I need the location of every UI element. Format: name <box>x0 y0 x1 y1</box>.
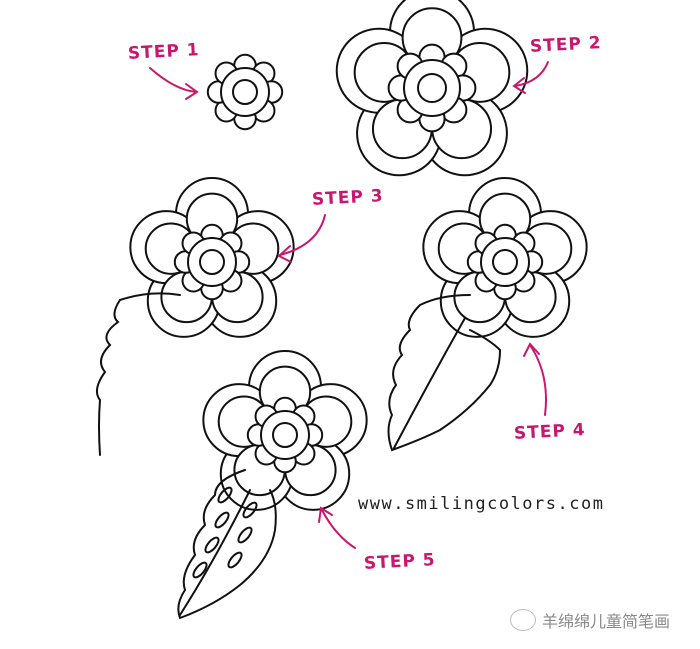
step-2-arrow-head <box>512 77 526 94</box>
leaf-cutout <box>237 526 253 544</box>
flower-center <box>492 249 518 275</box>
leaf-cutout <box>217 486 233 504</box>
leaf-outline <box>387 294 502 452</box>
leaf-cutout <box>242 501 258 519</box>
leaf-cutout <box>192 561 208 579</box>
step-1-arrow-head <box>185 83 199 100</box>
step-1-label: STEP 1 <box>127 40 201 64</box>
leaf-cutout <box>204 536 220 554</box>
step-4-arrow-head <box>523 342 540 357</box>
website-url: www.smilingcolors.com <box>358 494 605 514</box>
step-3-label: STEP 3 <box>311 186 385 210</box>
leaf-cutout <box>227 551 243 569</box>
watermark: 羊绵绵儿童简笔画 <box>510 608 670 632</box>
flower-center <box>272 422 298 448</box>
leaf-cutout <box>214 511 230 529</box>
flower-center <box>199 249 225 275</box>
watermark-text: 羊绵绵儿童简笔画 <box>542 612 671 631</box>
step-5-arrow-head <box>318 506 333 523</box>
flower-center <box>232 79 258 105</box>
step-5-label: STEP 5 <box>363 550 437 574</box>
flower-center <box>417 73 447 103</box>
step-2-arrow <box>514 61 549 87</box>
leaf-outline-partial <box>95 292 181 456</box>
step-5-arrow <box>321 509 356 549</box>
step-2-label: STEP 2 <box>529 33 603 57</box>
step-1-arrow <box>149 67 197 93</box>
leaf-vein <box>179 489 251 616</box>
leaf-outline <box>177 469 277 620</box>
step-3-arrow-head <box>277 245 292 263</box>
leaf-vein <box>393 317 466 449</box>
step-4-label: STEP 4 <box>513 420 587 444</box>
step-4-arrow <box>529 344 547 416</box>
wechat-icon <box>510 609 536 631</box>
step-3-arrow <box>279 214 326 256</box>
